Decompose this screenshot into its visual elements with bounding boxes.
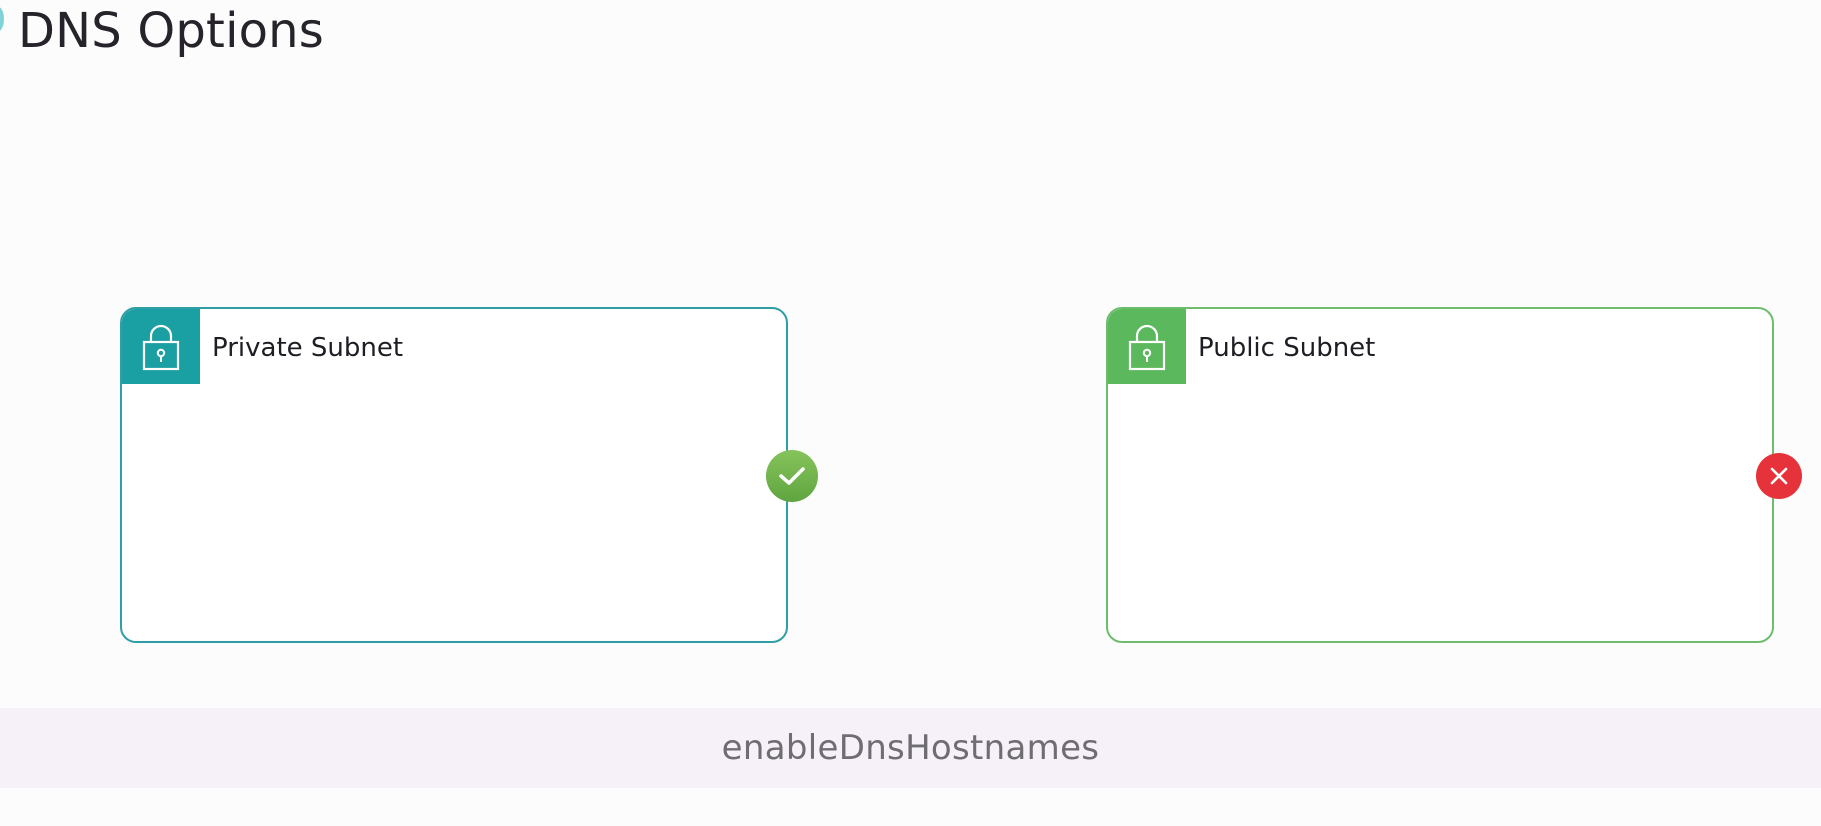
public-subnet-lock-tile bbox=[1108, 309, 1186, 384]
page-title: DNS Options bbox=[18, 3, 324, 59]
public-subnet-label: Public Subnet bbox=[1198, 333, 1376, 363]
private-subnet-status-badge bbox=[766, 450, 818, 502]
lock-icon bbox=[142, 324, 180, 370]
private-subnet-lock-tile bbox=[122, 309, 200, 384]
dns-option-bar: enableDnsHostnames bbox=[0, 708, 1821, 788]
dns-option-label: enableDnsHostnames bbox=[721, 728, 1100, 768]
public-subnet-status-badge bbox=[1756, 453, 1802, 499]
title-accent-dot bbox=[0, 6, 4, 32]
check-icon bbox=[779, 467, 805, 485]
close-icon bbox=[1770, 467, 1788, 485]
private-subnet-label: Private Subnet bbox=[212, 333, 404, 363]
private-subnet-box: Private Subnet bbox=[120, 307, 788, 643]
lock-icon bbox=[1128, 324, 1166, 370]
public-subnet-box: Public Subnet bbox=[1106, 307, 1774, 643]
